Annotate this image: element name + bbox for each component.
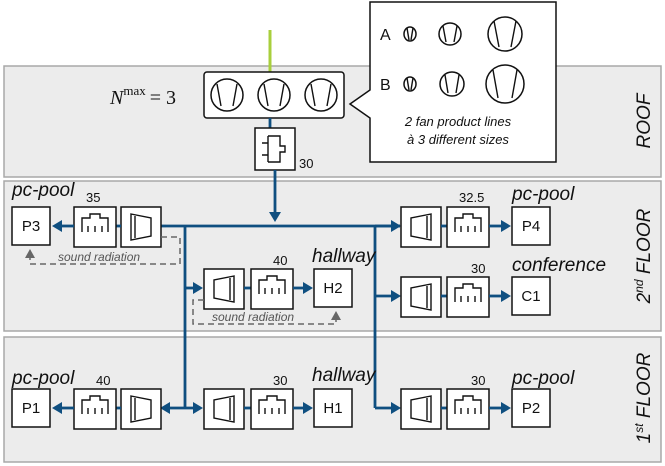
muffler-p3	[73, 206, 117, 248]
arrow-right-icon	[193, 282, 203, 294]
fan-b-small-icon	[403, 76, 417, 92]
muffler-h1-value: 30	[273, 373, 287, 388]
room-p4-label: P4	[522, 218, 540, 235]
roof-label: ROOF	[634, 92, 655, 148]
muffler-p3-value: 35	[86, 190, 100, 205]
room-h1-name: hallway	[312, 365, 377, 386]
arrow-right-icon	[501, 290, 511, 302]
room-c1	[511, 276, 551, 316]
arrow-right-icon	[391, 402, 401, 414]
arrow-right-icon	[303, 282, 313, 294]
room-p2-name: pc-pool	[511, 368, 575, 389]
fan-product-callout: A B 2 fan product lines à 3 differ	[348, 1, 557, 163]
room-p1-label: P1	[22, 400, 40, 417]
fan-p4	[400, 206, 442, 248]
room-p3-label: P3	[22, 218, 40, 235]
room-h2-name: hallway	[312, 246, 377, 267]
room-p4-name: pc-pool	[511, 184, 575, 205]
callout-text-1: 2 fan product lines	[404, 114, 512, 129]
arrow-left-icon	[160, 402, 170, 414]
nmax-label: Nmax= 3	[109, 83, 176, 109]
room-p2	[511, 388, 551, 428]
product-line-b-label: B	[380, 77, 391, 94]
sound-radiation-label-h2: sound radiation	[212, 310, 294, 324]
muffler-p4	[446, 206, 490, 248]
fan-a-large-icon	[487, 16, 523, 52]
sound-radiation-path-p3	[29, 236, 181, 265]
arrow-right-icon	[391, 290, 401, 302]
muffler-p1	[73, 388, 117, 430]
room-p1	[11, 388, 51, 428]
room-c1-name: conference	[512, 255, 606, 276]
roof-muffler-value: 30	[299, 156, 313, 171]
room-p1-name: pc-pool	[11, 368, 75, 389]
room-h1-label: H1	[323, 400, 342, 417]
fan-b-medium-icon	[439, 71, 465, 97]
muffler-h2-value: 40	[273, 253, 287, 268]
muffler-p2-value: 30	[471, 373, 485, 388]
fan-h2	[203, 268, 245, 310]
fan-p3	[120, 206, 162, 248]
fan-b-large-icon	[485, 64, 525, 104]
muffler-p4-value: 32.5	[459, 190, 484, 205]
arrow-down-icon	[269, 212, 281, 222]
room-c1-label: C1	[521, 288, 540, 305]
fan-c1	[400, 276, 442, 318]
muffler-h2	[250, 268, 294, 310]
callout-text-2: à 3 different sizes	[407, 132, 509, 147]
arrow-right-icon	[193, 402, 203, 414]
arrow-right-icon	[501, 220, 511, 232]
room-h1	[313, 388, 353, 428]
sound-arrow-icon	[25, 249, 35, 258]
muffler-p1-value: 40	[96, 373, 110, 388]
room-h2-label: H2	[323, 280, 342, 297]
sound-radiation-path-h2	[192, 299, 337, 325]
sound-radiation-label-p3: sound radiation	[58, 250, 140, 264]
roof-muffler	[254, 127, 296, 171]
roof-fan-icon	[210, 78, 244, 112]
room-p3-name: pc-pool	[11, 180, 75, 201]
fan-p2	[400, 388, 442, 430]
roof-fan-unit	[203, 71, 345, 119]
room-h2	[313, 268, 353, 308]
muffler-c1	[446, 276, 490, 318]
roof-fan-icon	[257, 78, 291, 112]
muffler-p2	[446, 388, 490, 430]
sound-arrow-icon	[331, 311, 341, 320]
fan-h1	[203, 388, 245, 430]
fan-a-small-icon	[403, 26, 417, 42]
second-floor-label: 2nd FLOOR	[632, 208, 655, 304]
product-line-a-label: A	[380, 27, 391, 44]
arrow-right-icon	[391, 220, 401, 232]
first-floor-label: 1st FLOOR	[632, 352, 655, 443]
muffler-h1	[250, 388, 294, 430]
roof-fan-icon	[304, 78, 338, 112]
fan-p1	[120, 388, 162, 430]
muffler-c1-value: 30	[471, 261, 485, 276]
arrow-right-icon	[501, 402, 511, 414]
fan-a-medium-icon	[438, 22, 462, 46]
arrow-left-icon	[52, 220, 62, 232]
room-p2-label: P2	[522, 400, 540, 417]
room-p3	[11, 206, 51, 246]
arrow-right-icon	[303, 402, 313, 414]
room-p4	[511, 206, 551, 246]
arrow-left-icon	[52, 402, 62, 414]
